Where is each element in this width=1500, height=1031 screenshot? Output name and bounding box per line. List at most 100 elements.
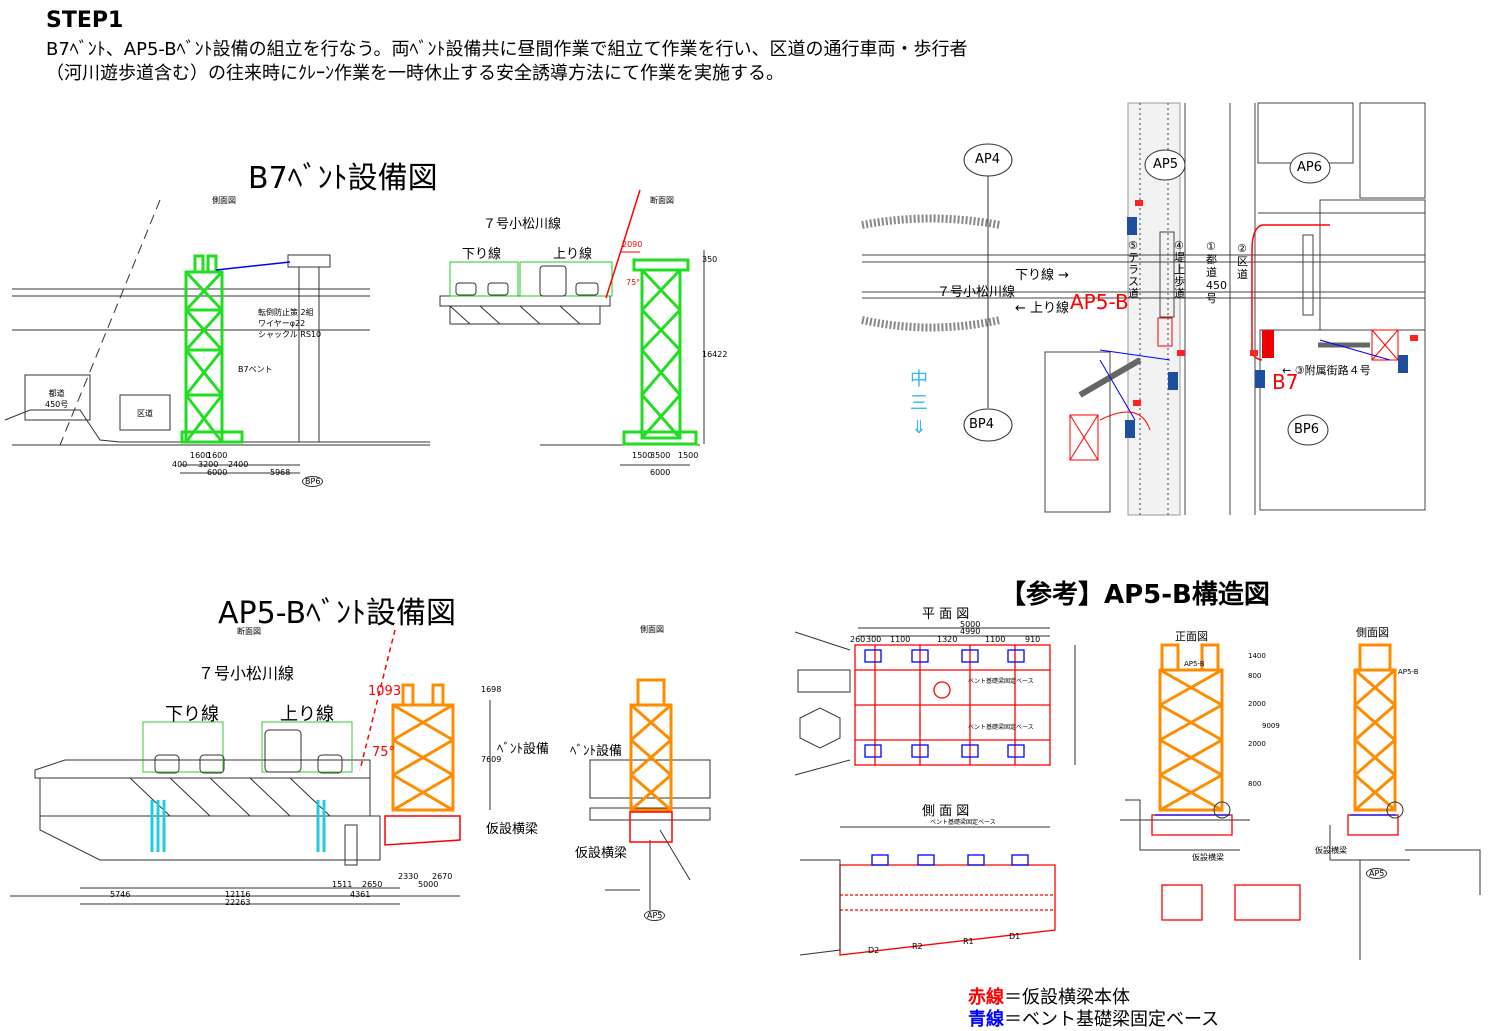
ref-front-label: 正面図 [1175,630,1208,643]
ref-dim-260: 260 [850,635,866,644]
map-up-line: ← 上り線 [1015,301,1070,316]
map-terrace-road: ⑤テラス道 [1128,239,1139,300]
map-ap6: AP6 [1297,160,1323,175]
ref-dim-1100b: 1100 [985,635,1006,644]
map-b7-label: B7 [1272,370,1299,394]
ref-base-label-3: ベント基礎梁固定ベース [930,819,996,826]
ap5b-up-line-label: 上り線 [280,704,334,725]
ap5b-dim-1093: 1093 [368,684,402,699]
b7-title: B7ﾍﾞﾝﾄ設備図 [248,161,438,196]
ap5b-dim-22263: 22263 [225,898,251,907]
ref-dim-910: 910 [1025,635,1041,644]
b7-dim-350: 350 [702,255,718,264]
b7-dim-6000: 6000 [207,468,228,477]
ap5b-dim-1511: 1511 [332,880,353,889]
b7-marker: BP6 [302,476,324,487]
legend-red-word: 赤線 [968,987,1004,1008]
map-down-line: 下り線 → [1015,268,1070,283]
ap5b-dim-2330: 2330 [398,872,419,881]
ap5b-dim-2650: 2650 [362,880,383,889]
ref-side-beam-label: 仮設横梁 [1315,846,1347,855]
step-title: STEP1 [46,8,124,33]
ap5b-marker: AP5 [644,910,666,921]
b7-dim-1600a: 1600 [190,451,211,460]
ref-pier-d2: D2 [868,946,880,955]
ref-front-dim-800b: 800 [1248,780,1262,788]
ap5b-dim-1698: 1698 [481,685,502,694]
ref-dim-5000: 5000 [960,620,981,629]
b7-bent-label: B7ベント [238,365,273,374]
b7-dim-2090: 2090 [622,240,643,249]
legend-blue: 青線＝ベント基礎梁固定ベース [968,1005,1219,1031]
legend-red: 赤線＝仮設横梁本体 [968,983,1130,1009]
ref-front-dim-1400: 1400 [1248,652,1266,660]
step-description: B7ﾍﾞﾝﾄ、AP5-Bﾍﾞﾝﾄ設備の組立を行なう。両ﾍﾞﾝﾄ設備共に昼間作業で… [46,39,968,84]
ap5b-dim-12116: 12116 [225,890,251,899]
ap5b-dim-5000: 5000 [418,880,439,889]
ap5b-beam-label: 仮設横梁 [486,822,539,837]
ref-front-ap5b: AP5-B [1184,660,1205,668]
ref-dim-300: 300 [866,635,882,644]
b7-dim-1600b: 1600 [207,451,228,460]
b7-wire-label: 転倒防止策 2組 ワイヤーφ22 シャックル RS10 [258,308,322,339]
map-ward-road: ②区道 [1237,242,1248,281]
map-bp6: BP6 [1294,422,1320,437]
b7-dim-16422: 16422 [702,350,728,359]
b7-dim-2400: 2400 [228,460,249,469]
ap5b-dim-5746: 5746 [110,890,131,899]
b7-side-girder [4,199,430,474]
ref-dim-1100a: 1100 [890,635,911,644]
ap5b-side-beam-label: 仮設横梁 [575,846,628,861]
ref-pier-r2: R2 [912,942,923,951]
ap5b-side-view-label: 側面図 [640,625,664,634]
b7-side-view-label: 側面図 [212,196,236,205]
ref-title: 【参考】AP5-B構造図 [1000,580,1270,610]
map-levee-walk: ④堤上歩道 [1174,239,1185,300]
map-ap5b-label: AP5-B [1070,290,1129,314]
ref-front-dim-2000a: 2000 [1248,700,1266,708]
ap5b-side-tower [629,678,673,812]
ref-dim-4990: 4990 [960,627,981,636]
ref-front-dim-9009: 9009 [1262,722,1280,730]
b7-up-line-label: 上り線 [553,247,593,262]
ap5b-dim-2670: 2670 [432,872,453,881]
map-bp4: BP4 [969,417,995,432]
map-ap5: AP5 [1153,157,1179,172]
ref-base-label-2: ベント基礎梁固定ベース [968,724,1034,731]
b7-sec-dim-3500: 3500 [650,451,671,460]
b7-sec-dim-1500a: 1500 [632,451,653,460]
ap5b-tower [391,683,455,812]
b7-route-label: ７号小松川線 [483,217,562,232]
ref-front-beam-label: 仮設横梁 [1192,853,1224,862]
ap5b-side-bent-label: ﾍﾞﾝﾄ設備 [570,744,623,759]
ap5b-route-label: ７号小松川線 [198,664,295,683]
legend-red-text: ＝仮設横梁本体 [1004,987,1130,1008]
ref-front-dim-800a: 800 [1248,672,1262,680]
ref-plan-label: 平 面 図 [922,607,970,622]
map-route: ７号小松川線 [937,285,1016,300]
ref-side2-label: 側面図 [1356,626,1389,639]
b7-angle-75: 75° [626,278,641,287]
legend-blue-text: ＝ベント基礎梁固定ベース [1004,1009,1220,1030]
ap5b-title: AP5-Bﾍﾞﾝﾄ設備図 [218,596,457,631]
b7-bent-tower [180,254,244,444]
ref-front-dim-2000b: 2000 [1248,740,1266,748]
b7-sec-dim-1500b: 1500 [678,451,699,460]
map-street-4: ← ③附属街路４号 [1282,364,1371,377]
b7-section-view-label: 断面図 [650,196,674,205]
ref-dim-1320: 1320 [937,635,958,644]
map-ap4: AP4 [975,152,1001,167]
b7-road-metro: 都道 450号 [45,389,69,409]
ref-pier-r1: R1 [963,937,974,946]
b7-dim-3200: 3200 [198,460,219,469]
ref-side-label: 側 面 図 [922,804,970,819]
b7-road-ward: 区道 [137,409,153,418]
ref-pier-d1: D1 [1009,932,1021,941]
b7-dim-5968: 5968 [270,468,291,477]
ref-base-label-1: ベント基礎梁固定ベース [968,678,1034,685]
ap5b-down-line-label: 下り線 [165,704,219,725]
